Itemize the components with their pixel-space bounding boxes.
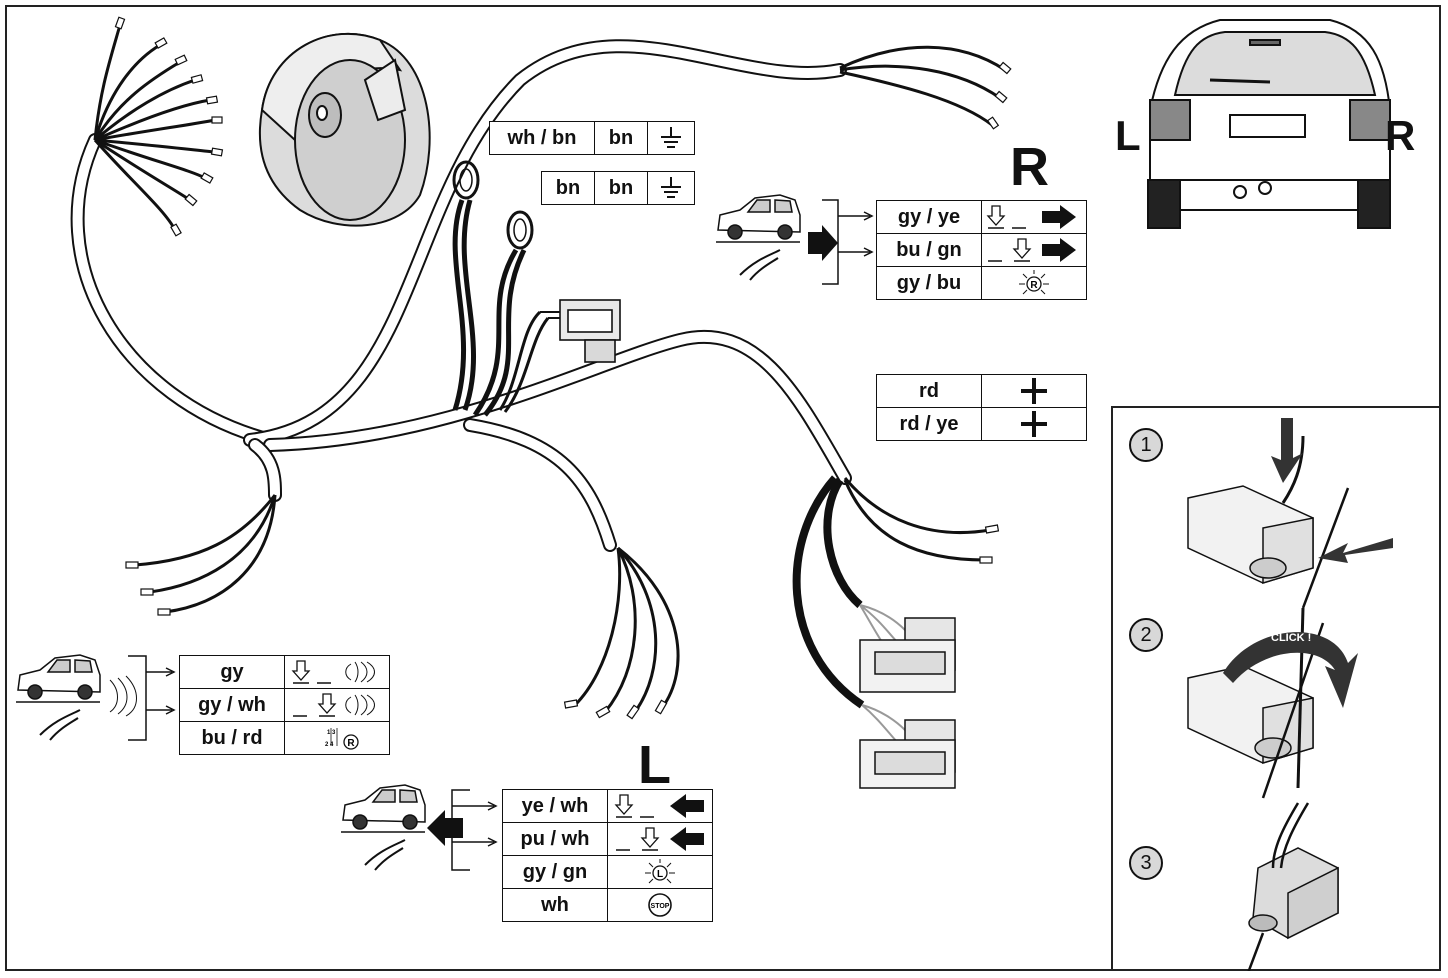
installation-steps-panel: 1 2 3 CLICK ! (1111, 406, 1441, 971)
center-bottom-wires (573, 546, 680, 713)
splice-connector-insert-icon (1187, 418, 1393, 609)
car-side-icon-left-bottom (341, 784, 426, 871)
left-bracket-arrows (427, 789, 498, 871)
right-row-code: gy / ye (876, 200, 982, 234)
left-bottom-wires (134, 494, 277, 614)
click-label: CLICK ! (1271, 632, 1312, 644)
fog-1-icon (284, 655, 390, 689)
car-side-icon-fog (16, 654, 137, 741)
ground-wire-code-1b: bn (594, 121, 648, 155)
top-left-wire-ends (114, 16, 224, 237)
right-bottom-wire-ends (979, 524, 1000, 564)
left-row-code: wh (502, 888, 608, 922)
left-light-glyph: L (657, 869, 663, 880)
ground-wire-code-1a: wh / bn (489, 121, 595, 155)
left-indicator-1-icon (607, 789, 713, 823)
car-rear-view (1147, 19, 1391, 229)
fog-bracket-arrows (128, 655, 176, 741)
right-bottom-wires (792, 475, 991, 709)
car-right-letter: R (1385, 112, 1416, 159)
ground-table-2: bn bn (541, 171, 695, 205)
trailer-socket (258, 32, 431, 227)
left-row-code: ye / wh (502, 789, 608, 823)
right-indicator-2-icon (981, 233, 1087, 267)
svg-text:1 3: 1 3 (327, 730, 336, 736)
splice-connector-illustrations (1187, 418, 1393, 971)
car-left-letter: L (1115, 112, 1141, 159)
step-number-3: 3 (1129, 846, 1163, 880)
ground-wire-code-2a: bn (541, 171, 595, 205)
right-bracket-arrows (808, 199, 874, 285)
reverse-glyph: R (347, 738, 355, 749)
top-right-wire-ends (986, 61, 1012, 130)
splice-connector-closed-icon (1247, 802, 1339, 971)
reverse-glyph: R (1030, 280, 1038, 291)
power-code: rd / ye (876, 407, 982, 441)
fog-table: gy gy / wh bu / rd 1 3 2 4 R (179, 655, 390, 755)
diagram-frame (5, 5, 1441, 971)
splice-connector-press-icon (1187, 607, 1358, 799)
stop-light-icon: STOP (607, 888, 713, 922)
right-group-letter: R (1010, 137, 1049, 197)
reverse-switch-icon: 1 3 2 4 R (284, 721, 390, 755)
power-table: rd rd / ye (876, 374, 1087, 441)
left-row-code: gy / gn (502, 855, 608, 889)
small-plug (498, 299, 621, 413)
left-row-code: pu / wh (502, 822, 608, 856)
reverse-light-icon: R (981, 266, 1087, 300)
right-row-code: bu / gn (876, 233, 982, 267)
power-code: rd (876, 374, 982, 408)
ground-icon (647, 121, 695, 155)
fog-code: gy / wh (179, 688, 285, 722)
step-number-2: 2 (1129, 618, 1163, 652)
multi-pin-connector-upper (859, 604, 956, 693)
top-left-wire-fan (93, 24, 216, 231)
right-row-code: gy / bu (876, 266, 982, 300)
ground-table-1: wh / bn bn (489, 121, 695, 155)
fog-code: bu / rd (179, 721, 285, 755)
fog-2-icon (284, 688, 390, 722)
plus-icon (981, 374, 1087, 408)
multi-pin-connector-lower (859, 704, 956, 789)
right-lights-table: gy / ye bu / gn gy / bu R (876, 200, 1087, 300)
svg-text:2 4: 2 4 (325, 742, 334, 748)
stop-glyph: STOP (651, 903, 670, 910)
car-side-icon-right (716, 194, 801, 281)
step-number-1: 1 (1129, 428, 1163, 462)
left-light-icon: L (607, 855, 713, 889)
ring-terminals (452, 160, 534, 417)
ground-wire-code-2b: bn (594, 171, 648, 205)
left-group-letter: L (638, 735, 671, 795)
center-bottom-wire-ends (563, 699, 668, 720)
main-harness (70, 39, 852, 552)
fog-code: gy (179, 655, 285, 689)
left-indicator-2-icon (607, 822, 713, 856)
right-indicator-1-icon (981, 200, 1087, 234)
plus-icon (981, 407, 1087, 441)
top-right-wires (839, 45, 1006, 127)
ground-icon (647, 171, 695, 205)
left-lights-table: ye / wh pu / wh gy / gn L wh STOP (502, 789, 713, 922)
left-bottom-wire-ends (125, 561, 171, 616)
